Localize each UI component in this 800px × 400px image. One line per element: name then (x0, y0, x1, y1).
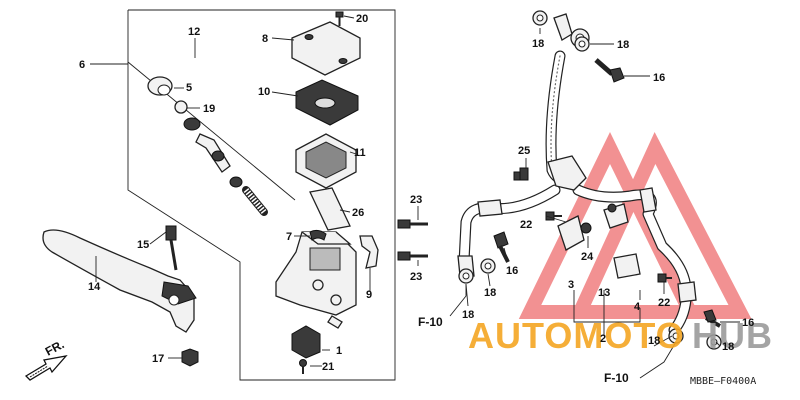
watermark-text: AUTOMOTO HUB (468, 315, 773, 356)
label-6: 6 (79, 59, 85, 71)
piston-set (147, 76, 268, 216)
brake-switch (291, 325, 321, 359)
lower-brake-hose-right (572, 184, 697, 336)
ref-f10-right: F-10 (604, 371, 629, 385)
label-21: 21 (322, 361, 334, 373)
assembly-bracket (573, 290, 641, 336)
diagram-code: MBBE–F0400A (690, 376, 756, 387)
reservoir-cap (291, 21, 361, 76)
label-23a: 23 (410, 194, 422, 206)
label-20: 20 (356, 13, 368, 25)
diaphragm (295, 133, 357, 189)
front-arrow-icon (24, 355, 68, 381)
bolts-23 (397, 219, 428, 261)
label-22b: 22 (658, 297, 670, 309)
master-cylinder-body (275, 231, 357, 329)
label-8: 8 (262, 33, 268, 45)
label-16c: 16 (742, 317, 754, 329)
label-5: 5 (186, 82, 192, 94)
label-14: 14 (88, 281, 101, 293)
label-4: 4 (634, 301, 641, 313)
front-label: FR. (43, 337, 67, 358)
label-11: 11 (354, 147, 366, 159)
label-17: 17 (152, 353, 164, 365)
holder-clamp (359, 235, 379, 269)
cap-screw (335, 11, 344, 26)
label-18c: 18 (484, 287, 496, 299)
label-16b: 16 (506, 265, 518, 277)
label-18d: 18 (462, 309, 474, 321)
oil-bolt-right (703, 309, 721, 328)
label-13: 13 (598, 287, 610, 299)
leader-lines (95, 15, 740, 367)
label-10: 10 (258, 86, 270, 98)
label-7: 7 (286, 231, 292, 243)
label-22a: 22 (520, 219, 532, 231)
lower-brake-hose-left (457, 184, 561, 277)
boot (309, 229, 327, 241)
pivot-bolt (165, 225, 178, 271)
small-bolts (519, 167, 672, 283)
label-19: 19 (203, 103, 215, 115)
oil-bolt-middle (493, 231, 510, 263)
oil-bolt-top (594, 58, 625, 83)
label-26: 26 (352, 207, 364, 219)
label-9: 9 (366, 289, 372, 301)
label-24: 24 (581, 251, 594, 263)
label-23b: 23 (410, 271, 422, 283)
diaphragm-plate (295, 79, 359, 126)
label-25: 25 (518, 145, 530, 157)
label-3: 3 (568, 279, 574, 291)
float-plate (309, 187, 351, 231)
watermark-text-orange: AUTOMOTO (468, 315, 685, 356)
label-16a: 16 (653, 72, 665, 84)
master-cylinder-frame (90, 9, 396, 381)
label-18b: 18 (617, 39, 629, 51)
ref-f10-left: F-10 (418, 315, 443, 329)
pivot-nut (181, 348, 199, 367)
label-18f: 18 (648, 335, 660, 347)
part-labels: 6 12 5 19 8 20 10 11 26 7 9 15 14 17 1 2… (79, 13, 754, 373)
switch-screw (299, 359, 307, 374)
brake-lever (42, 229, 197, 333)
sealing-washers (458, 10, 722, 350)
label-1: 1 (336, 345, 342, 357)
label-15: 15 (137, 239, 149, 251)
label-18e: 18 (722, 341, 734, 353)
label-2: 2 (600, 333, 606, 345)
label-12: 12 (188, 26, 200, 38)
label-18a: 18 (532, 38, 544, 50)
watermark-text-gray: HUB (692, 315, 773, 356)
